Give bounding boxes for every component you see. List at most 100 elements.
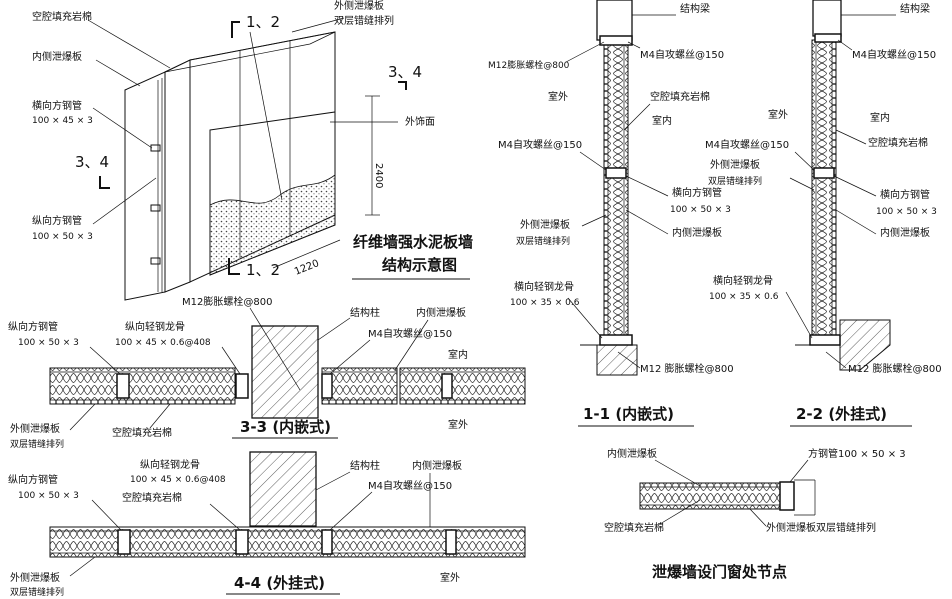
dim-width-text: 1220 <box>293 258 321 278</box>
s33-label-cavity: 空腔填充岩棉 <box>112 426 172 439</box>
s11-label-indoor: 室内 <box>652 114 672 127</box>
s44-label-outer-board-note: 双层错缝排列 <box>10 586 64 598</box>
s33-wall-mid <box>321 367 398 405</box>
dw-label-inner-board: 内侧泄爆板 <box>607 447 657 460</box>
s44-keel-left <box>235 529 249 555</box>
s22-label-indoor: 室内 <box>870 111 890 124</box>
s11-caption: 1-1 (内嵌式) <box>583 405 674 423</box>
s22-label-keel-size: 100 × 35 × 0.6 <box>709 292 779 302</box>
mark-12-bot: 1、2 <box>246 261 280 279</box>
s44-label-cavity: 空腔填充岩棉 <box>122 491 182 504</box>
s22-label-keel: 横向轻钢龙骨 <box>713 274 773 287</box>
s33-label-column: 结构柱 <box>350 306 380 319</box>
s22-beam <box>812 0 842 37</box>
dim-line-width <box>272 239 341 269</box>
s44-column <box>249 451 317 527</box>
s11-label-keel-size: 100 × 35 × 0.6 <box>510 298 580 308</box>
s11-top-steel <box>599 35 633 46</box>
s11-label-bolt-bot: M12 膨胀螺栓@800 <box>640 362 734 375</box>
s22-wall <box>811 39 837 346</box>
s33-label-indoor: 室内 <box>448 348 468 361</box>
s33-wall-right <box>399 367 526 405</box>
s22-label-outer-board-note: 双层错缝排列 <box>708 175 762 187</box>
iso-cavity-wool <box>164 59 191 293</box>
dw-steel <box>779 481 795 511</box>
section-4-4: 纵向方钢管 100 × 50 × 3 纵向轻钢龙骨 100 × 45 × 0.6… <box>8 451 526 598</box>
iso-h-steel-1 <box>150 144 161 152</box>
s11-label-outer-board-note: 双层错缝排列 <box>516 235 570 247</box>
s22-label-beam: 结构梁 <box>900 2 930 15</box>
s22-label-bolt-bot: M12 膨胀螺栓@800 <box>848 362 942 375</box>
dw-label-outer-board: 外侧泄爆板双层错缝排列 <box>766 521 876 534</box>
s22-caption: 2-2 (外挂式) <box>796 405 887 423</box>
s33-label-inner-board: 内侧泄爆板 <box>416 306 466 319</box>
section-3-3: 纵向方钢管 100 × 50 × 3 纵向轻钢龙骨 100 × 45 × 0.6… <box>8 295 526 450</box>
iso-label-outer-board: 外侧泄爆板 <box>334 0 384 12</box>
s33-label-outer-board: 外侧泄爆板 <box>10 422 60 435</box>
s22-top-steel <box>814 33 842 43</box>
iso-label-outer-board-note: 双层错缝排列 <box>334 14 394 27</box>
s22-bottom-keel <box>809 334 841 346</box>
s44-steel-left <box>117 529 131 555</box>
s33-caption: 3-3 (内嵌式) <box>240 418 331 436</box>
s11-label-screw-top: M4自攻螺丝@150 <box>640 48 724 61</box>
s33-label-v-steel-size: 100 × 50 × 3 <box>18 338 79 348</box>
s11-label-bolt-top: M12膨胀螺栓@800 <box>488 59 570 71</box>
s11-label-inner-board: 内侧泄爆板 <box>672 226 722 239</box>
s33-label-keel-size: 100 × 45 × 0.6@408 <box>115 338 211 348</box>
s22-label-inner-board: 内侧泄爆板 <box>880 226 930 239</box>
s22-base <box>839 319 891 371</box>
s11-label-cavity: 空腔填充岩棉 <box>650 90 710 103</box>
s11-base <box>596 344 638 376</box>
s22-label-cavity: 空腔填充岩棉 <box>868 136 928 149</box>
iso-h-steel-2 <box>150 204 161 212</box>
s11-wall <box>603 44 629 346</box>
s44-label-keel: 纵向轻钢龙骨 <box>140 458 200 471</box>
section-1-1: 结构梁 M4自攻螺丝@150 M12膨胀螺栓@800 空腔填充岩棉 室外 室内 … <box>488 0 734 427</box>
dw-caption: 泄爆墙设门窗处节点 <box>652 563 787 581</box>
iso-label-v-steel: 纵向方钢管 <box>32 214 82 227</box>
s44-label-column: 结构柱 <box>350 459 380 472</box>
s22-label-outer-board: 外侧泄爆板 <box>710 158 760 171</box>
mark-12-top: 1、2 <box>246 13 280 31</box>
iso-label-finish: 外饰面 <box>405 115 435 128</box>
s44-steel-right <box>445 529 457 555</box>
s11-label-screw-mid: M4自攻螺丝@150 <box>498 138 582 151</box>
s44-label-v-steel: 纵向方钢管 <box>8 473 58 486</box>
s44-label-outer-board: 外侧泄爆板 <box>10 571 60 584</box>
s11-label-keel: 横向轻钢龙骨 <box>514 280 574 293</box>
s44-label-outdoor: 室外 <box>440 571 460 584</box>
s22-label-h-steel: 横向方钢管 <box>880 188 930 201</box>
s33-label-outdoor: 室外 <box>448 418 468 431</box>
mark-34-left: 3、4 <box>75 153 109 171</box>
s33-steel-right <box>441 373 453 399</box>
s44-label-v-steel-size: 100 × 50 × 3 <box>18 491 79 501</box>
dw-label-steel: 方钢管100 × 50 × 3 <box>808 447 906 460</box>
s33-label-bolt: M12膨胀螺栓@800 <box>182 295 272 308</box>
s22-label-screw-top: M4自攻螺丝@150 <box>852 48 936 61</box>
iso-label-h-steel: 横向方钢管 <box>32 99 82 112</box>
s44-label-keel-size: 100 × 45 × 0.6@408 <box>130 475 226 485</box>
s44-label-inner-board: 内侧泄爆板 <box>412 459 462 472</box>
dw-label-cavity: 空腔填充岩棉 <box>604 521 664 534</box>
s11-label-beam: 结构梁 <box>680 2 710 15</box>
s44-label-screw: M4自攻螺丝@150 <box>368 479 452 492</box>
s11-label-outdoor: 室外 <box>548 90 568 103</box>
s44-caption: 4-4 (外挂式) <box>234 574 325 592</box>
door-window-node: 内侧泄爆板 方钢管100 × 50 × 3 空腔填充岩棉 外侧泄爆板双层错缝排列… <box>604 447 906 581</box>
iso-title-1: 纤维墙强水泥板墙 <box>353 233 473 251</box>
s33-label-screw: M4自攻螺丝@150 <box>368 327 452 340</box>
s22-label-h-steel-size: 100 × 50 × 3 <box>876 207 937 217</box>
iso-wall-figure: 2400 1220 1、2 1、2 3、4 3、4 空腔填充岩棉 内侧泄爆板 横… <box>32 0 473 301</box>
s33-keel-left <box>235 373 249 399</box>
s11-label-h-steel: 横向方钢管 <box>672 186 722 199</box>
s33-keel-right <box>321 373 333 399</box>
s33-steel-left <box>116 373 130 399</box>
s11-bottom-keel <box>599 334 633 346</box>
s33-column <box>251 325 319 419</box>
section-2-2: 结构梁 M4自攻螺丝@150 室外 室内 空腔填充岩棉 M4自攻螺丝@150 外… <box>705 0 942 427</box>
s11-h-steel <box>605 167 627 179</box>
iso-label-v-steel-size: 100 × 50 × 3 <box>32 232 93 242</box>
